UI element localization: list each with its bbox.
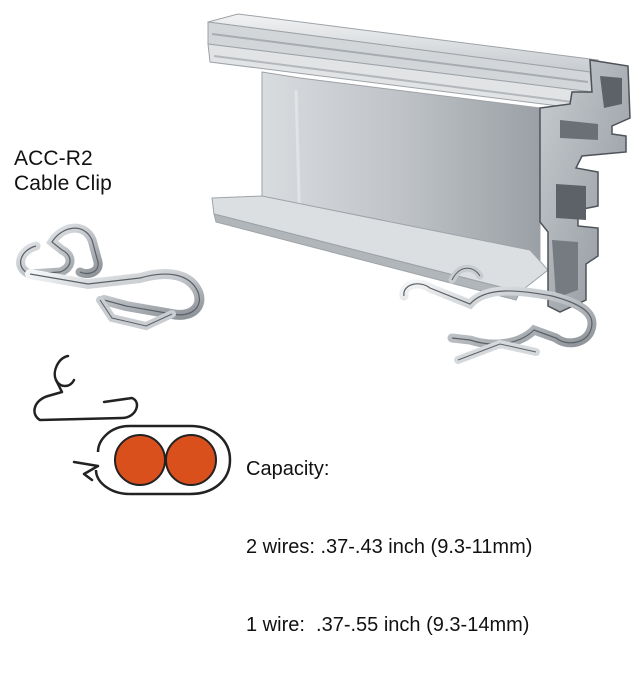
capacity-line-two-wires: 2 wires: .37-.43 inch (9.3-11mm) xyxy=(246,536,533,558)
installed-cable-clip xyxy=(399,264,597,364)
product-name: Cable Clip xyxy=(14,172,112,195)
product-illustration: ACC-R2 Cable Clip Capacity: 2 wires: .37… xyxy=(14,13,631,636)
capacity-heading: Capacity: xyxy=(246,458,330,480)
wire-holder xyxy=(94,424,232,496)
illustration-canvas xyxy=(16,13,631,496)
capacity-spec: Capacity: 2 wires: .37-.43 inch (9.3-11m… xyxy=(246,404,532,690)
product-model: ACC-R2 xyxy=(14,147,93,170)
cable-clip-3d xyxy=(16,223,205,331)
product-title: ACC-R2 Cable Clip xyxy=(14,146,112,196)
clip-cross-section xyxy=(33,354,232,496)
wire-2-icon xyxy=(165,434,217,486)
capacity-line-one-wire: 1 wire: .37-.55 inch (9.3-14mm) xyxy=(246,614,530,636)
wire-1-icon xyxy=(114,434,166,486)
rail-extrusion xyxy=(207,13,631,313)
